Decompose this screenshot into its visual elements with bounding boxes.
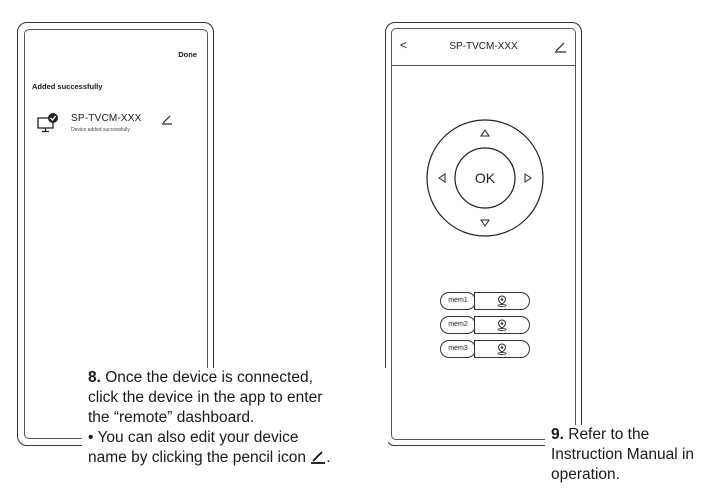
pencil-icon[interactable]	[161, 113, 173, 125]
caption-text: .	[326, 449, 331, 466]
remote-title: SP-TVCM-XXX	[449, 41, 518, 52]
phone-mockup-remote: < SP-TVCM-XXX OK mem1	[385, 22, 582, 446]
memory-label: mem3	[440, 340, 476, 358]
device-list-item[interactable]: SP-TVCM-XXX Device added successfully	[37, 110, 197, 140]
step-8-caption: 8. Once the device is connected, click t…	[82, 368, 388, 468]
step-number: 9.	[551, 426, 564, 443]
caption-text: Refer to the	[563, 426, 650, 443]
arrow-right-button[interactable]	[524, 173, 532, 183]
caption-text: Once the device is connected,	[100, 369, 313, 386]
ok-button[interactable]: OK	[475, 170, 496, 186]
caption-line: Instruction Manual in	[551, 446, 695, 463]
location-pin-icon	[497, 319, 507, 331]
caption-line: click the device in the app to enter	[88, 389, 323, 406]
device-status: Device added successfully	[71, 127, 130, 133]
step-9-caption: 9. Refer to the Instruction Manual in op…	[545, 425, 717, 485]
memory-row: mem1	[440, 292, 530, 310]
location-pin-icon	[497, 343, 507, 355]
step-number: 8.	[88, 369, 101, 386]
arrow-left-button[interactable]	[438, 173, 446, 183]
memory-location-button[interactable]	[474, 292, 530, 310]
memory-label: mem2	[440, 316, 476, 334]
back-button[interactable]: <	[400, 38, 408, 52]
memory-location-button[interactable]	[474, 316, 530, 334]
caption-text: name by clicking the pencil icon	[88, 449, 306, 466]
caption-line: 8. Once the device is connected,	[88, 368, 388, 388]
location-pin-icon	[497, 295, 507, 307]
caption-line: 9. Refer to the	[551, 425, 717, 445]
device-name: SP-TVCM-XXX	[71, 113, 142, 124]
pencil-icon[interactable]	[554, 40, 567, 53]
arrow-up-button[interactable]	[480, 129, 490, 137]
added-successfully-title: Added successfully	[32, 82, 103, 91]
caption-line: name by clicking the pencil icon .	[88, 448, 388, 468]
pencil-icon	[311, 451, 326, 464]
phone-screen-remote: < SP-TVCM-XXX OK mem1	[391, 28, 576, 440]
done-button[interactable]: Done	[178, 50, 197, 59]
caption-line: • You can also edit your device	[88, 429, 299, 446]
memory-row: mem3	[440, 340, 530, 358]
caption-line: the “remote” dashboard.	[88, 409, 255, 426]
direction-pad: OK	[426, 119, 544, 237]
top-bar: < SP-TVCM-XXX	[392, 29, 575, 66]
tv-check-icon	[37, 113, 58, 133]
arrow-down-button[interactable]	[480, 219, 490, 227]
memory-location-button[interactable]	[474, 340, 530, 358]
caption-line: operation.	[551, 466, 620, 483]
memory-row: mem2	[440, 316, 530, 334]
memory-label: mem1	[440, 292, 476, 310]
